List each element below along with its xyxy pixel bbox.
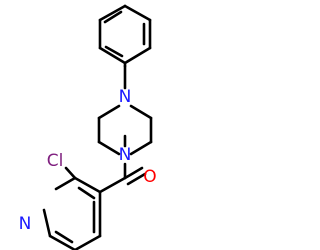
bond-pyr-3	[42, 208, 52, 238]
molecule-structure-diagram: N N Cl N O	[19, 4, 157, 250]
bond-pip-3	[129, 140, 153, 156]
bond-benzene-4	[98, 4, 127, 22]
atom-chlorine: Cl	[47, 151, 64, 171]
bond-benzene-1	[123, 46, 152, 65]
piperazine-ring	[97, 104, 153, 156]
bond-carbonyl-to-pyridine	[98, 176, 127, 194]
bond-pyr-double-2	[54, 230, 74, 244]
bond-benzene-6	[98, 46, 127, 65]
bond-pip-6	[97, 104, 121, 120]
pyridine-ring	[42, 176, 102, 250]
bond-pip-1	[129, 104, 153, 120]
bond-carbonyl-double-b	[126, 172, 147, 186]
bond-benzene-double-2	[103, 10, 123, 24]
bond-pip-4	[97, 140, 121, 156]
bond-carbonyl-double-a	[123, 166, 144, 180]
atom-n-piperazine-bottom: N	[119, 145, 132, 165]
bond-benzene-double-3	[104, 45, 124, 58]
bond-pyr-1	[73, 176, 102, 194]
bond-pyr-2	[54, 176, 77, 191]
benzene-ring	[98, 4, 152, 65]
bond-benzene-3	[123, 4, 152, 22]
atom-oxygen-carbonyl: O	[143, 167, 156, 187]
atom-n-piperazine-top: N	[119, 87, 132, 107]
bond-pyr-5	[73, 234, 102, 250]
atom-n-pyridine: N	[19, 214, 32, 234]
bond-pyr-double-1	[77, 186, 96, 200]
bond-pyr-4	[48, 234, 77, 250]
bond-c2-cl	[64, 166, 77, 180]
